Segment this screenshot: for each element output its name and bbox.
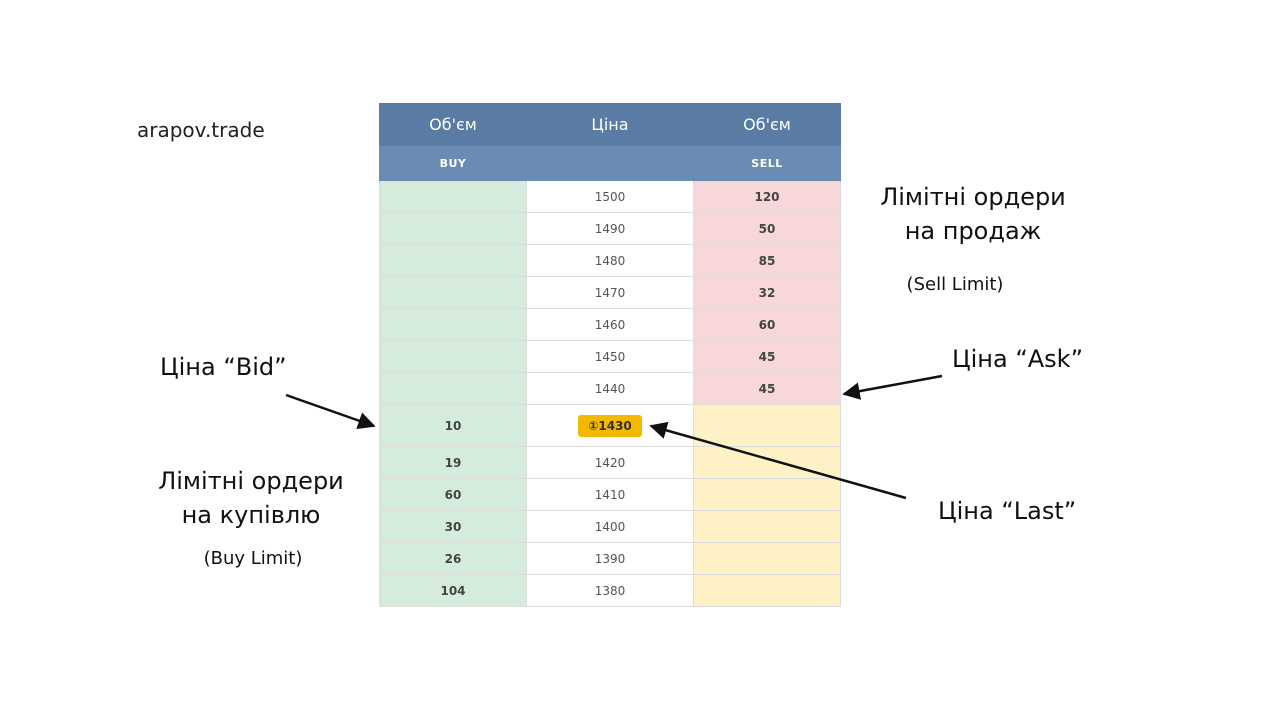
last-buy-volume: 10 xyxy=(379,404,527,447)
sell-volume-header: Об'єм xyxy=(693,103,841,146)
ask-buy-volume xyxy=(379,244,527,277)
price-header: Ціна xyxy=(526,103,694,146)
ask-price: 1440 xyxy=(526,372,694,405)
bid-sell-volume xyxy=(693,574,841,607)
ask-price: 1470 xyxy=(526,276,694,309)
ask-sell-volume: 60 xyxy=(693,308,841,341)
bid-sell-volume xyxy=(693,510,841,543)
bid-sell-volume xyxy=(693,542,841,575)
bid-annotation: Ціна “Bid” xyxy=(160,353,287,381)
bid-price: 1390 xyxy=(526,542,694,575)
ask-sell-volume: 45 xyxy=(693,340,841,373)
bid-price: 1420 xyxy=(526,446,694,479)
bid-price: 1400 xyxy=(526,510,694,543)
bid-buy-volume: 104 xyxy=(379,574,527,607)
side-row: BUY SELL xyxy=(379,145,841,181)
ask-buy-volume xyxy=(379,212,527,245)
buy-limit-line1: Лімітні ордери xyxy=(158,467,344,495)
sell-limit-line2: на продаж xyxy=(904,217,1042,245)
ask-arrow xyxy=(842,374,943,400)
ask-price: 1460 xyxy=(526,308,694,341)
buy-limit-line2: на купівлю xyxy=(181,501,321,529)
ask-price: 1500 xyxy=(526,180,694,213)
ask-buy-volume xyxy=(379,340,527,373)
brand-text: arapov.trade xyxy=(137,118,265,142)
ask-annotation: Ціна “Ask” xyxy=(952,345,1084,373)
buy-limit-annotation: Лімітні ордери на купівлю xyxy=(140,464,362,532)
side-spacer xyxy=(526,145,694,181)
bid-price: 1410 xyxy=(526,478,694,511)
ask-sell-volume: 50 xyxy=(693,212,841,245)
last-row: 10 ①1430 xyxy=(379,404,841,447)
ask-sell-volume: 32 xyxy=(693,276,841,309)
ask-sell-volume: 120 xyxy=(693,180,841,213)
bid-sell-volume xyxy=(693,478,841,511)
buy-limit-sub: (Buy Limit) xyxy=(203,548,303,569)
ask-buy-volume xyxy=(379,372,527,405)
last-annotation: Ціна “Last” xyxy=(938,497,1077,525)
ask-buy-volume xyxy=(379,276,527,309)
last-price-cell: ①1430 xyxy=(526,404,694,447)
bid-arrow xyxy=(285,393,376,430)
ask-buy-volume xyxy=(379,308,527,341)
bid-sell-volume xyxy=(693,446,841,479)
bid-buy-volume: 60 xyxy=(379,478,527,511)
last-price-badge: ①1430 xyxy=(578,414,642,437)
sell-label: SELL xyxy=(693,145,841,181)
bid-buy-volume: 30 xyxy=(379,510,527,543)
sell-limit-annotation: Лімітні ордери на продаж xyxy=(860,180,1086,248)
bid-buy-volume: 26 xyxy=(379,542,527,575)
ask-price: 1480 xyxy=(526,244,694,277)
sell-limit-line1: Лімітні ордери xyxy=(880,183,1066,211)
sell-limit-sub: (Sell Limit) xyxy=(906,274,1004,295)
header-row: Об'єм Ціна Об'єм xyxy=(379,103,841,146)
last-sell-volume xyxy=(693,404,841,447)
buy-volume-header: Об'єм xyxy=(379,103,527,146)
buy-label: BUY xyxy=(379,145,527,181)
ask-sell-volume: 45 xyxy=(693,372,841,405)
ask-buy-volume xyxy=(379,180,527,213)
ask-price: 1450 xyxy=(526,340,694,373)
ask-price: 1490 xyxy=(526,212,694,245)
ask-sell-volume: 85 xyxy=(693,244,841,277)
bid-price: 1380 xyxy=(526,574,694,607)
bid-buy-volume: 19 xyxy=(379,446,527,479)
